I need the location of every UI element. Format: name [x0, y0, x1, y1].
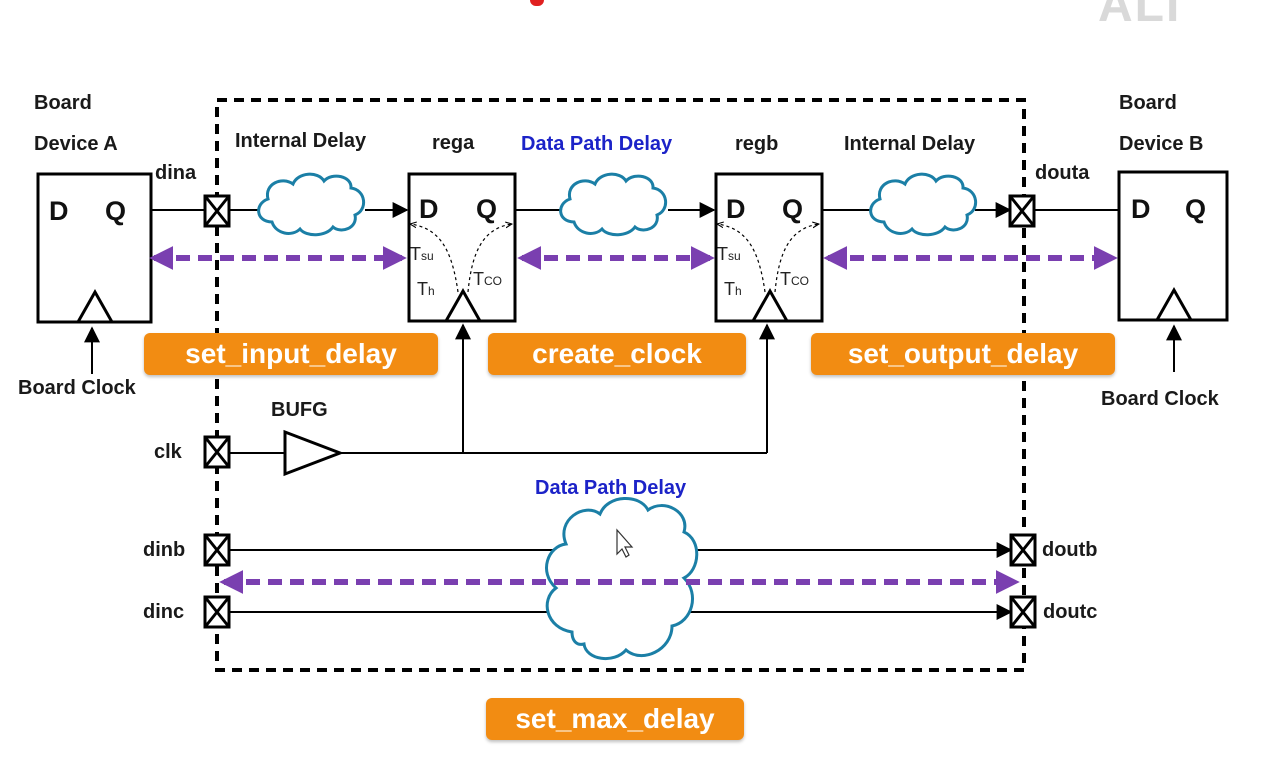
regb-d-pin: D [726, 194, 746, 224]
rega-label: rega [432, 132, 475, 154]
regb-q-pin: Q [782, 194, 804, 224]
rega-q-pin: Q [476, 194, 498, 224]
set-max-delay-command: set_max_delay [486, 698, 744, 740]
fpga-boundary [215, 98, 1026, 672]
device-a-board-clock: Board Clock [18, 377, 136, 399]
rega-tsu-label: Tsu [410, 244, 434, 264]
port-clk-label: clk [154, 441, 182, 463]
cloud-data-path-bottom [545, 497, 699, 660]
rega-tsu-arc [410, 224, 459, 293]
bufg-label: BUFG [271, 399, 328, 421]
device-b-d-pin: D [1131, 194, 1151, 224]
device-a-clock-triangle [75, 288, 115, 324]
logo: ALI [1098, 0, 1182, 32]
device-a-label-line1: Board [34, 92, 92, 114]
port-dinc-label: dinc [143, 601, 185, 623]
cloud-data-path-top [559, 172, 667, 237]
set-output-delay-command: set_output_delay [811, 333, 1115, 375]
rega-th-label: Th [417, 279, 435, 299]
device-b-label-line1: Board [1119, 92, 1177, 114]
regb-clock-triangle [750, 287, 790, 323]
create-clock-command: create_clock [488, 333, 746, 375]
port-dinb-pad [203, 533, 231, 567]
device-a-q-pin: Q [105, 196, 127, 226]
cloud-internal-delay-out [869, 172, 977, 237]
port-dinb-label: dinb [143, 539, 186, 561]
red-mark [530, 0, 544, 6]
mouse-cursor-icon [616, 528, 634, 558]
set-input-delay-command: set_input_delay [144, 333, 438, 375]
port-doutb-pad [1009, 533, 1037, 567]
rega-clock-triangle [443, 287, 483, 323]
internal-delay-in-label: Internal Delay [235, 130, 367, 152]
port-dina-pad [203, 194, 231, 228]
data-path-delay-top-label: Data Path Delay [521, 133, 673, 155]
rega-d-pin: D [419, 194, 439, 224]
port-dinc-pad [203, 595, 231, 629]
regb-tsu-arc [717, 224, 766, 293]
device-b-clock-triangle [1154, 286, 1194, 322]
rega-tco-label: TCO [473, 269, 502, 289]
data-path-delay-bottom-label: Data Path Delay [535, 477, 687, 499]
port-doutc-label: doutc [1043, 601, 1098, 623]
regb-th-label: Th [724, 279, 742, 299]
rega-tco-arc [467, 224, 512, 293]
port-douta-pad [1008, 194, 1036, 228]
internal-delay-out-label: Internal Delay [844, 133, 976, 155]
port-dina-label: dina [155, 162, 197, 184]
port-doutb-label: doutb [1042, 539, 1098, 561]
bufg-buffer [283, 429, 345, 477]
cloud-internal-delay-in [257, 172, 365, 237]
regb-tco-arc [774, 224, 819, 293]
regb-tco-label: TCO [780, 269, 809, 289]
device-a-d-pin: D [49, 196, 69, 226]
regb-label: regb [735, 133, 779, 155]
regb-tsu-label: Tsu [717, 244, 741, 264]
port-douta-label: douta [1035, 162, 1090, 184]
device-a-label-line2: Device A [34, 133, 118, 155]
device-b-board-clock: Board Clock [1101, 388, 1219, 410]
port-doutc-pad [1009, 595, 1037, 629]
device-b-label-line2: Device B [1119, 133, 1204, 155]
port-clk-pad [203, 435, 231, 469]
device-b-q-pin: Q [1185, 194, 1207, 224]
